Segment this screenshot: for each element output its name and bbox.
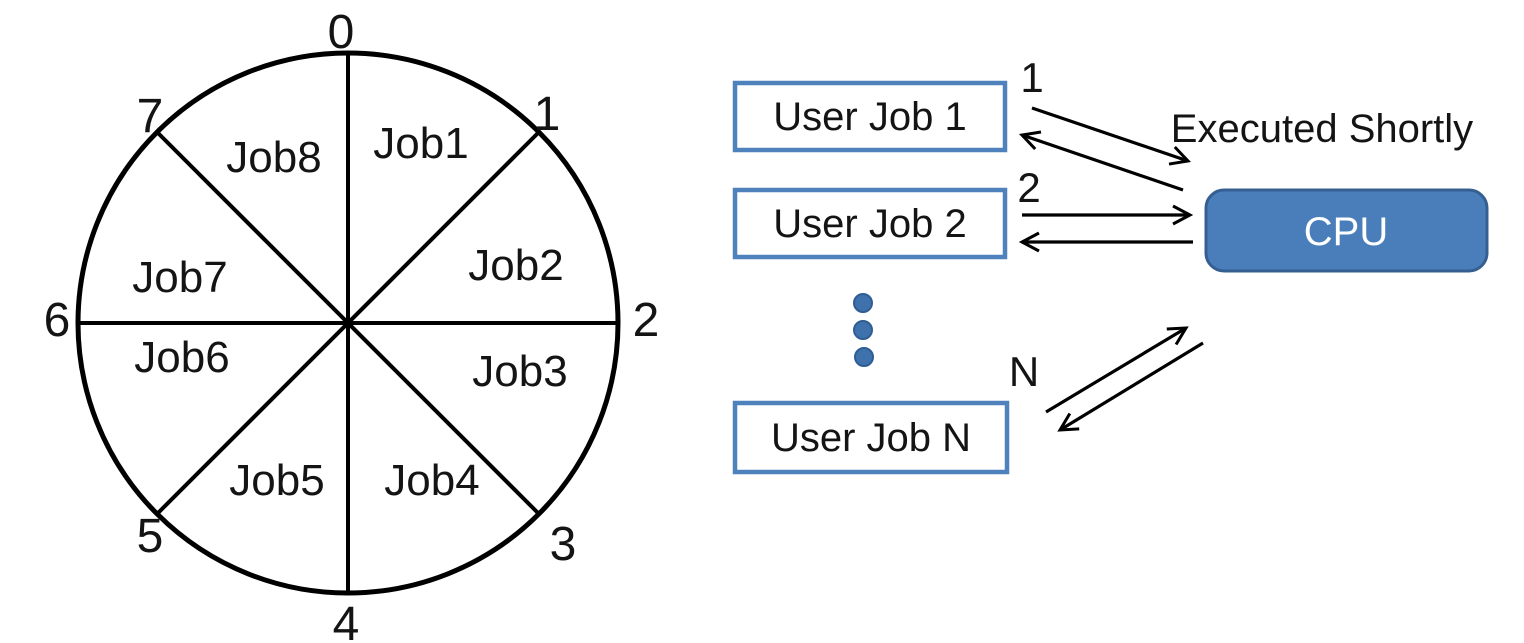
- sector-label-job6: Job6: [134, 333, 229, 382]
- ellipsis-dot: [854, 347, 874, 367]
- tick-label-7: 7: [137, 90, 164, 143]
- arrow-jobn-to-cpu: [1045, 326, 1189, 414]
- sector-label-job8: Job8: [226, 133, 321, 182]
- ellipsis-dot: [853, 320, 873, 340]
- turn-label-n: N: [1009, 348, 1039, 395]
- round-robin-wheel: 0 1 2 3 4 5 6 7 Job1 Job2 Job3 Job4 Job5…: [44, 6, 660, 643]
- sector-label-job4: Job4: [384, 456, 479, 505]
- sector-label-job3: Job3: [472, 347, 567, 396]
- executed-shortly-label: Executed Shortly: [1171, 107, 1473, 151]
- tick-label-6: 6: [44, 294, 71, 347]
- arrow-cpu-to-job1: [1018, 130, 1184, 192]
- user-jobs-cpu-flow: User Job 1 1 Executed Shortly User Job 2…: [732, 54, 1489, 475]
- ellipsis-dot: [853, 293, 873, 313]
- user-job-1-label: User Job 1: [773, 95, 966, 139]
- turn-label-2: 2: [1017, 164, 1040, 211]
- user-job-2-box: [732, 187, 1008, 260]
- turn-label-1: 1: [1020, 54, 1043, 101]
- tick-label-5: 5: [137, 510, 164, 563]
- user-job-n-box: [732, 400, 1010, 475]
- sector-label-job7: Job7: [132, 253, 227, 302]
- tick-label-0: 0: [328, 6, 355, 59]
- arrow-job1-to-cpu: [1031, 106, 1192, 166]
- user-job-1-box: [732, 80, 1008, 153]
- arrow-cpu-to-jobn: [1057, 341, 1204, 432]
- tick-label-4: 4: [333, 598, 360, 643]
- cpu-label: CPU: [1304, 210, 1388, 254]
- ellipsis-dots: [853, 293, 874, 367]
- user-job-n-label: User Job N: [771, 416, 971, 460]
- wheel-divider-diagonal-nw-se: [155, 130, 541, 516]
- user-job-2-label: User Job 2: [773, 202, 966, 246]
- cpu-box: [1204, 188, 1489, 273]
- tick-label-3: 3: [550, 518, 577, 571]
- sector-label-job2: Job2: [468, 241, 563, 290]
- sector-label-job1: Job1: [373, 119, 468, 168]
- sector-label-job5: Job5: [229, 456, 324, 505]
- tick-label-2: 2: [633, 294, 660, 347]
- tick-label-1: 1: [534, 88, 561, 141]
